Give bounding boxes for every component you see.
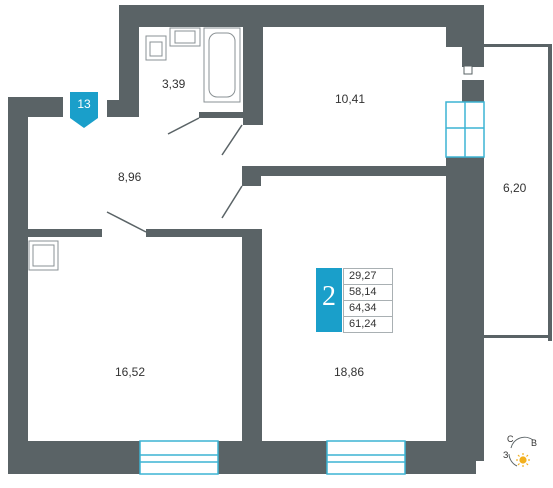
bathroom-area-label: 3,39 xyxy=(162,77,186,91)
compass-north: С xyxy=(507,434,514,444)
compass-west: З xyxy=(503,450,509,460)
rooms-count-badge: 2 xyxy=(316,268,342,332)
compass-east: В xyxy=(531,438,538,448)
doors xyxy=(106,117,243,233)
area-total: 58,14 xyxy=(344,285,392,301)
windows xyxy=(139,101,485,475)
rooms-count: 2 xyxy=(322,281,336,312)
area-table: 29,27 58,14 64,34 61,24 xyxy=(343,268,393,333)
balcony-lamp xyxy=(463,65,473,75)
area-reduced: 61,24 xyxy=(344,317,392,333)
kitchen-sink xyxy=(28,240,59,271)
sun-icon xyxy=(516,453,530,467)
hall-area-label: 8,96 xyxy=(118,170,142,184)
area-with-balcony: 64,34 xyxy=(344,301,392,317)
entrance-number: 13 xyxy=(77,97,91,111)
entrance-flag: 13 xyxy=(70,92,98,128)
compass-icon xyxy=(508,436,534,467)
walls xyxy=(8,5,552,474)
balcony-area-label: 6,20 xyxy=(503,181,527,195)
bathroom-fixtures xyxy=(145,27,241,103)
entrance-marker-icon xyxy=(70,92,98,128)
bedroom-area-label: 10,41 xyxy=(335,92,366,106)
compass: С В З xyxy=(503,432,543,472)
living-area-label: 18,86 xyxy=(334,365,365,379)
area-living: 29,27 xyxy=(344,269,392,285)
kitchen-area-label: 16,52 xyxy=(115,365,146,379)
